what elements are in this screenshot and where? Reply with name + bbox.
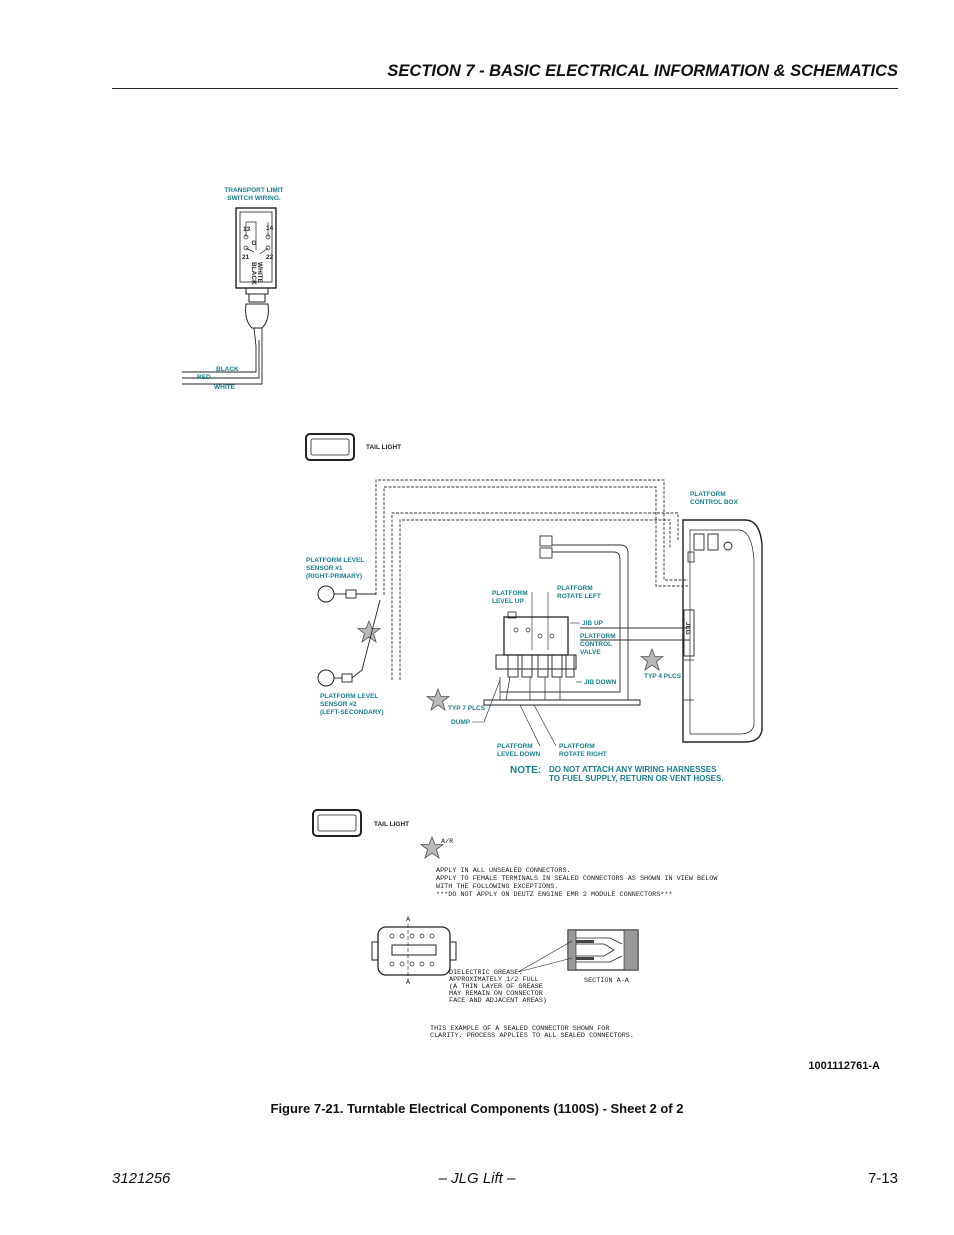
note-line1: DO NOT ATTACH ANY WIRING HARNESSES (549, 765, 717, 774)
grease-instructions: APPLY IN ALL UNSEALED CONNECTORS. APPLY … (436, 867, 718, 899)
ar-label: A/R (441, 838, 453, 846)
tls-term-13: 13 (243, 226, 251, 233)
jlg-logo: JLG (684, 622, 691, 635)
tail-light-upper: TAIL LIGHT (305, 433, 401, 461)
tls-vert-white: WHITE (256, 262, 263, 284)
section-header: SECTION 7 - BASIC ELECTRICAL INFORMATION… (387, 62, 898, 80)
header-rule (112, 88, 898, 89)
jib-up-label: JIB UP (582, 620, 604, 627)
pcb-label-1: PLATFORM (690, 491, 726, 498)
platform-control-valve: PLATFORM LEVEL UP PLATFORM ROTATE LEFT J… (483, 585, 641, 706)
tls-vert-black: BLACK (250, 262, 257, 285)
dg-line-5: FACE AND ADJACENT AREAS) (449, 997, 547, 1005)
prl-line1: PLATFORM (557, 585, 593, 592)
tls-term-22: 22 (266, 254, 274, 261)
pcv-line3: VALVE (580, 649, 601, 656)
platform-control-box: PLATFORM CONTROL BOX JLG (682, 491, 763, 743)
pld-line2: LEVEL DOWN (497, 751, 541, 758)
plu-line1: PLATFORM (492, 590, 528, 597)
dg-line-1: DIELECTRIC GREASE: (449, 969, 522, 977)
dielectric-grease-callout: DIELECTRIC GREASE: APPROXIMATELY 1/2 FUL… (449, 969, 547, 1005)
plu-line2: LEVEL UP (492, 598, 524, 605)
typ7-label: TYP 7 PLCS (448, 705, 486, 712)
ls1-line2: SENSOR #1 (306, 565, 343, 572)
dg-line-2: APPROXIMATELY 1/2 FULL (449, 976, 539, 984)
sealed-connector-section: SECTION A-A (567, 929, 639, 985)
ls1-line3: (RIGHT-PRIMARY) (306, 573, 362, 580)
pcb-label-2: CONTROL BOX (690, 499, 739, 506)
ls1-line1: PLATFORM LEVEL (306, 557, 364, 564)
dg-line-3: (A THIN LAYER OF GREASE (449, 983, 543, 991)
tls-title-2: SWITCH WIRING. (227, 195, 281, 202)
tls-title-1: TRANSPORT LIMIT (224, 187, 283, 194)
pld-line1: PLATFORM (497, 743, 533, 750)
tls-term-14: 14 (266, 225, 274, 232)
level-sensor-2: PLATFORM LEVEL SENSOR #2 (LEFT-SECONDARY… (317, 599, 384, 716)
sealed-example-note: THIS EXAMPLE OF A SEALED CONNECTOR SHOWN… (430, 1025, 634, 1040)
grease-line-4: ***DO NOT APPLY ON DEUTZ ENGINE EMR 2 MO… (436, 891, 673, 899)
ls2-line1: PLATFORM LEVEL (320, 693, 378, 700)
grease-line-3: WITH THE FOLLOWING EXCEPTIONS. (436, 883, 558, 891)
level-sensor-1: PLATFORM LEVEL SENSOR #1 (RIGHT-PRIMARY) (306, 557, 376, 603)
sealed-line-1: THIS EXAMPLE OF A SEALED CONNECTOR SHOWN… (430, 1025, 609, 1033)
harness-note: NOTE: DO NOT ATTACH ANY WIRING HARNESSES… (510, 765, 724, 783)
sealed-connector-front: A A (371, 916, 457, 987)
tls-term-21: 21 (242, 254, 250, 261)
marker-a-bottom: A (406, 979, 411, 987)
tls-wire-black: BLACK (216, 366, 239, 373)
footer-brand: – JLG Lift – (438, 1170, 516, 1187)
pcv-line1: PLATFORM (580, 633, 616, 640)
transport-limit-switch: TRANSPORT LIMIT SWITCH WIRING. 13 14 21 … (182, 187, 284, 391)
prr-line2: ROTATE RIGHT (559, 751, 607, 758)
tls-mark-g: G (251, 240, 256, 247)
typ4-label: TYP 4 PLCS (644, 673, 682, 680)
tls-wire-white: WHITE (214, 384, 236, 391)
tail-light-label-1: TAIL LIGHT (366, 444, 401, 451)
tls-wire-red: RED (197, 374, 211, 381)
prr-line1: PLATFORM (559, 743, 595, 750)
jib-down-label: JIB DOWN (584, 679, 617, 686)
tail-light-lower: TAIL LIGHT (312, 809, 409, 837)
dg-line-4: MAY REMAIN ON CONNECTOR (449, 990, 543, 998)
pcv-line2: CONTROL (580, 641, 612, 648)
ls2-line3: (LEFT-SECONDARY) (320, 709, 384, 716)
footer-manual-number: 3121256 (112, 1170, 171, 1187)
section-aa-label: SECTION A-A (584, 977, 630, 985)
note-line2: TO FUEL SUPPLY, RETURN OR VENT HOSES. (549, 774, 724, 783)
sealed-line-2: CLARITY. PROCESS APPLIES TO ALL SEALED C… (430, 1032, 634, 1040)
note-label: NOTE: (510, 765, 541, 776)
grease-line-2: APPLY TO FEMALE TERMINALS IN SEALED CONN… (436, 875, 718, 883)
marker-a-top: A (406, 916, 411, 924)
tail-light-label-2: TAIL LIGHT (374, 821, 409, 828)
dump-label: DUMP (451, 719, 471, 726)
ls2-line2: SENSOR #2 (320, 701, 357, 708)
document-number: 1001112761-A (808, 1060, 880, 1072)
harness-routing (375, 479, 688, 680)
grease-line-1: APPLY IN ALL UNSEALED CONNECTORS. (436, 867, 571, 875)
figure-caption: Figure 7-21. Turntable Electrical Compon… (270, 1101, 684, 1116)
prl-line2: ROTATE LEFT (557, 593, 601, 600)
footer-page-number: 7-13 (867, 1170, 898, 1187)
